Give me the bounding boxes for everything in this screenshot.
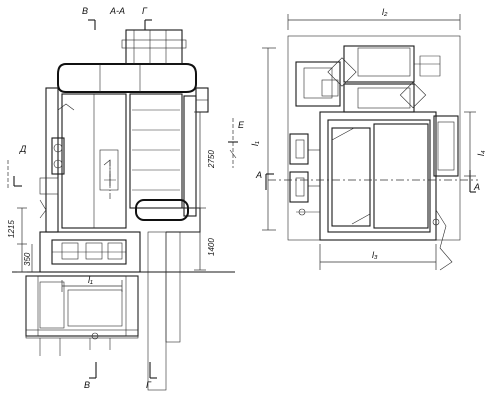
dimension-l2 [287, 14, 461, 30]
dimension-1400: 1400 [207, 238, 216, 256]
front-fittings-plan [289, 133, 320, 216]
boiler-base [39, 231, 141, 273]
dimension-2750: 2750 [207, 150, 216, 169]
dimension-350: 350 [23, 252, 32, 266]
axis-mark [104, 174, 116, 186]
upper-drum [57, 63, 197, 93]
section-line-aa [265, 170, 478, 193]
convection-tube-bank [129, 93, 183, 209]
section-mark-v-top: В [82, 6, 88, 16]
section-arrow-e [228, 118, 238, 168]
dimension-chain-left [17, 207, 33, 273]
section-mark-g-top: Г [142, 6, 148, 16]
plan-view: l₂ l₁ [250, 7, 486, 271]
section-arrows-top [88, 19, 152, 30]
dimension-l1-plan-label: l₁ [250, 141, 260, 146]
burner-fittings [39, 103, 75, 219]
section-title-aa: А-А [109, 6, 125, 16]
dimension-l1-front-label: l₁ [88, 275, 93, 285]
section-arrows-bottom [89, 362, 157, 379]
dimension-l3 [319, 244, 437, 270]
dimension-chain-right [194, 111, 206, 271]
dimension-l4-label: l₄ [476, 150, 486, 156]
foundation-pit [25, 275, 139, 356]
boiler-body-plan [319, 111, 437, 241]
section-mark-v-bottom: В [84, 380, 90, 390]
steam-outlet [121, 29, 187, 65]
dimension-l3-label: l₃ [372, 250, 378, 260]
dimension-l1-plan [262, 47, 276, 231]
side-box-plan [432, 115, 459, 271]
section-mark-a-right: А [473, 182, 480, 192]
section-mark-a-left: А [255, 170, 262, 180]
gas-duct-column [147, 231, 181, 391]
tube-grid [373, 123, 429, 229]
dimension-l2-label: l₂ [382, 7, 388, 17]
section-mark-e: Е [238, 120, 245, 130]
lower-drum [135, 199, 189, 221]
section-mark-g-bottom: Г [146, 380, 152, 390]
furnace-chamber [331, 127, 371, 227]
furnace-screen-tubes [61, 93, 127, 229]
right-wall [183, 95, 197, 217]
section-mark-d: Д [19, 144, 27, 154]
side-flue-duct [195, 87, 209, 113]
front-section-view: В А-А Г В Г Д Е [7, 6, 245, 391]
dimension-l4 [464, 111, 476, 177]
upper-flue-ducts [295, 45, 441, 113]
section-arrow-d [7, 160, 22, 190]
dimension-l1-front [61, 280, 123, 292]
dimension-1215: 1215 [7, 220, 16, 238]
